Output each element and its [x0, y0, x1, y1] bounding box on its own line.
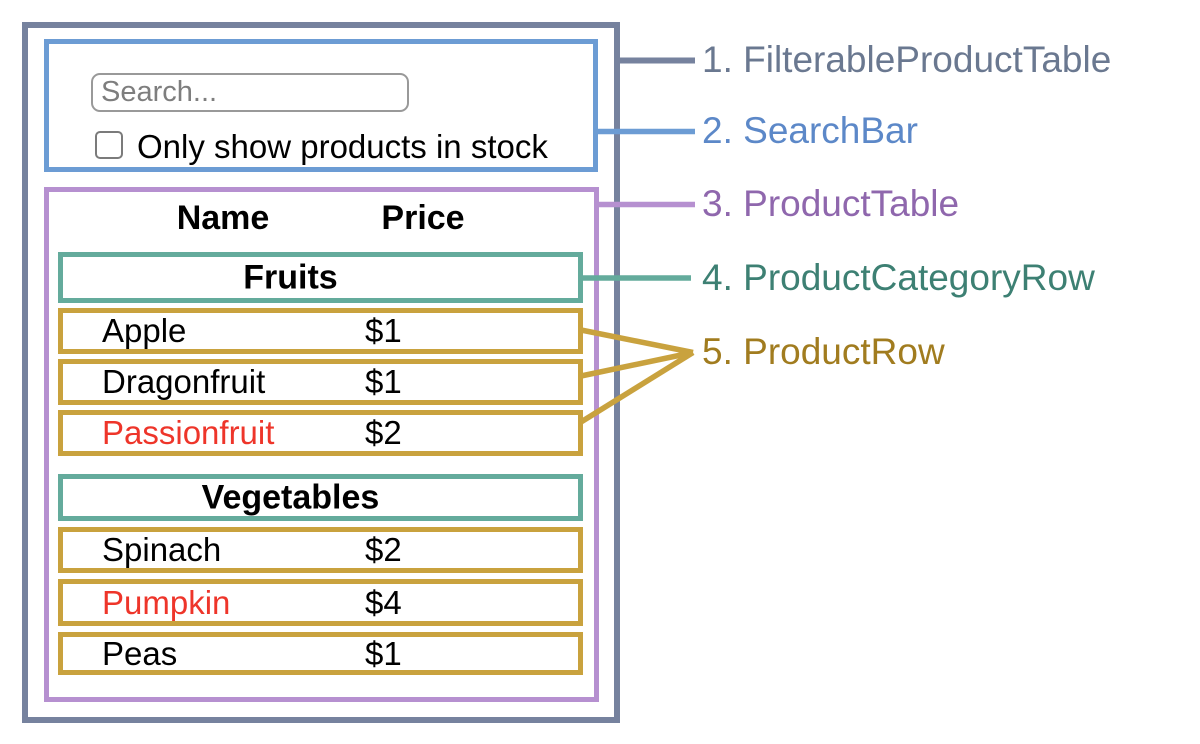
product-price: $1	[365, 634, 402, 672]
product-price: $2	[365, 531, 402, 568]
product-row-spinach: Spinach $2	[58, 527, 583, 573]
product-price: $2	[365, 414, 402, 451]
product-category-row-fruits: Fruits	[58, 252, 583, 303]
product-price: $1	[365, 312, 402, 349]
category-label: Vegetables	[201, 478, 380, 516]
product-row-passionfruit: Passionfruit $2	[58, 410, 583, 456]
annotation-filterable-product-table: 1. FilterableProductTable	[702, 39, 1112, 80]
search-input[interactable]	[91, 73, 409, 112]
product-row-dragonfruit: Dragonfruit $1	[58, 359, 583, 405]
annotation-product-table: 3. ProductTable	[702, 183, 960, 224]
product-row-pumpkin: Pumpkin $4	[58, 579, 583, 626]
product-price: $1	[365, 363, 402, 400]
product-row-peas: Peas $1	[58, 632, 583, 675]
column-header-price: Price	[381, 199, 465, 237]
product-category-row-vegetables: Vegetables	[58, 474, 583, 521]
column-header-name: Name	[176, 199, 270, 237]
annotation-product-row: 5. ProductRow	[702, 331, 945, 372]
product-name-out-of-stock: Pumpkin	[102, 583, 231, 621]
product-name: Dragonfruit	[102, 363, 266, 400]
annotation-search-bar: 2. SearchBar	[702, 110, 918, 151]
product-name: Apple	[102, 312, 187, 349]
product-table-box	[44, 187, 599, 702]
annotation-product-category-row: 4. ProductCategoryRow	[702, 257, 1095, 298]
category-label: Fruits	[243, 258, 338, 296]
product-name: Spinach	[102, 531, 222, 568]
in-stock-checkbox[interactable]	[95, 131, 123, 159]
search-bar-box	[44, 39, 598, 172]
product-row-apple: Apple $1	[58, 308, 583, 354]
product-name-out-of-stock: Passionfruit	[102, 414, 275, 451]
product-price: $4	[365, 583, 402, 621]
in-stock-checkbox-label: Only show products in stock	[137, 128, 548, 165]
product-name: Peas	[102, 634, 178, 672]
